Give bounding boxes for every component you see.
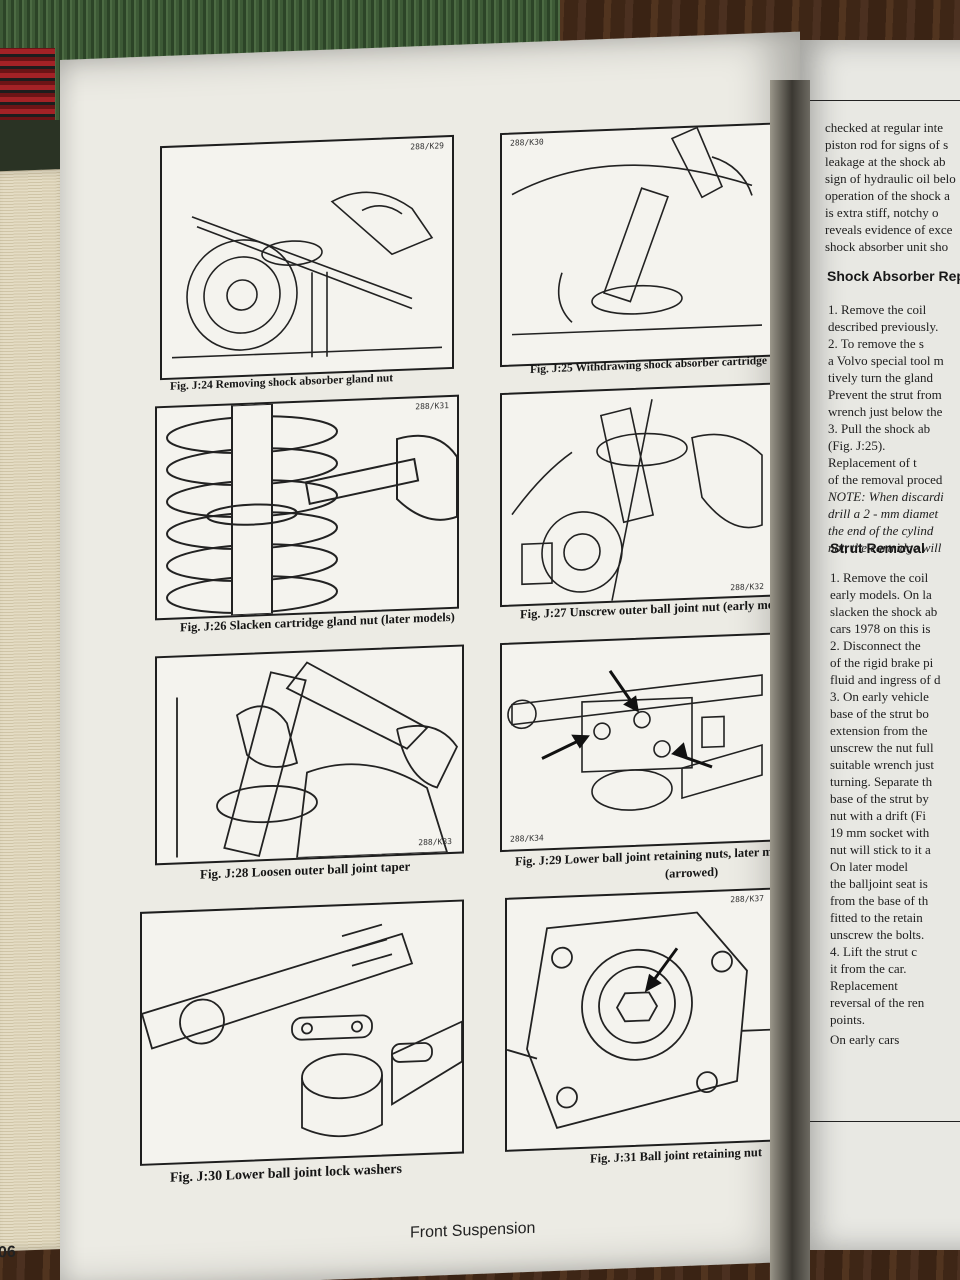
figure-j24-drawing — [172, 191, 442, 359]
figure-j25-ref: 288/K30 — [510, 137, 544, 148]
section2-line: unscrew the bolts. — [830, 927, 925, 942]
section2-line: 19 mm socket with — [830, 825, 930, 840]
figure-j27: 288/K32 — [500, 382, 774, 608]
section2-line: On early cars — [830, 1032, 900, 1047]
section2-line: slacken the shock ab — [830, 604, 938, 619]
section-heading-shock-absorber: Shock Absorber Rep — [827, 268, 960, 284]
figure-j24: 288/K29 — [160, 134, 454, 381]
section2-line: extension from the — [830, 723, 928, 738]
section2-line: 4. Lift the strut c — [830, 944, 918, 959]
section1-line: (Fig. J:25). — [828, 438, 886, 453]
page-footer: Front Suspension — [410, 1219, 536, 1242]
book-gutter — [770, 80, 810, 1280]
figure-j29-ref: 288/K34 — [510, 833, 544, 844]
figure-j27-drawing — [511, 399, 763, 601]
section2-line: turning. Separate th — [830, 774, 933, 789]
section1-line: drill a 2 - mm diamet — [828, 506, 939, 521]
section2-line: fitted to the retain — [830, 910, 923, 925]
figure-j29-caption-line2: (arrowed) — [665, 864, 719, 881]
figure-j30-drawing — [142, 923, 462, 1138]
section1-line: NOTE: When discardi — [828, 489, 944, 504]
section2-line: it from the car. — [830, 961, 907, 976]
section2-line: 1. Remove the coil — [830, 570, 929, 585]
section-heading-strut-removal: Strut Removal — [830, 540, 925, 556]
figure-j26-ref: 288/K31 — [415, 401, 449, 412]
section2-line: cars 1978 on this is — [830, 621, 931, 636]
figure-j25-drawing — [511, 126, 762, 336]
figure-j29: 288/K34 — [500, 632, 774, 853]
intro-line: operation of the shock a — [825, 188, 950, 203]
section2-line: points. — [830, 1012, 866, 1027]
figure-j29-drawing — [507, 669, 763, 811]
section2-line: nut with a drift (Fi — [830, 808, 927, 823]
section2-line: 3. On early vehicle — [830, 689, 929, 704]
section1-line: described previously. — [828, 319, 939, 334]
figure-j25: 288/K30 — [500, 122, 774, 368]
section2-line: On later model — [830, 859, 908, 874]
figure-j28: 288/K33 — [155, 644, 464, 866]
section2-line: from the base of th — [830, 893, 929, 908]
section2-line: nut will stick to it a — [830, 842, 931, 857]
intro-line: checked at regular inte — [825, 120, 944, 135]
section2-line: Replacement — [830, 978, 898, 993]
section2-line: early models. On la — [830, 587, 932, 602]
intro-line: is extra stiff, notchy o — [825, 205, 939, 220]
section2-line: unscrew the nut full — [830, 740, 934, 755]
section2-line: suitable wrench just — [830, 757, 934, 772]
figure-j31-caption: Fig. J:31 Ball joint retaining nut — [590, 1145, 763, 1166]
figure-j28-drawing — [176, 661, 459, 859]
section1-line: Prevent the strut from — [828, 387, 942, 402]
figure-j27-ref: 288/K32 — [730, 581, 764, 593]
figure-j24-ref: 288/K29 — [410, 141, 444, 152]
section2-line: base of the strut by — [830, 791, 929, 806]
figure-j31: 288/K37 — [505, 887, 774, 1152]
section1-line: wrench just below the — [828, 404, 943, 419]
intro-line: sign of hydraulic oil belo — [825, 171, 956, 186]
figure-j26-drawing — [166, 402, 457, 617]
figure-j30 — [140, 899, 464, 1166]
left-page: 288/K29 Fig. J:24 Removing shock absorbe… — [0, 31, 800, 1280]
section1-line: a Volvo special tool m — [828, 353, 944, 368]
section1-line: 2. To remove the s — [828, 336, 924, 351]
section2-line: of the rigid brake pi — [830, 655, 934, 670]
figure-j31-ref: 288/K37 — [730, 893, 764, 905]
figure-j30-caption: Fig. J:30 Lower ball joint lock washers — [170, 1161, 402, 1186]
section1-line: not, the cartridge will — [828, 540, 942, 555]
section1-line: 3. Pull the shock ab — [828, 421, 931, 436]
section2-line: base of the strut bo — [830, 706, 929, 721]
section2-line: reversal of the ren — [830, 995, 925, 1010]
section1-line: 1. Remove the coil — [828, 302, 927, 317]
section1-line: the end of the cylind — [828, 523, 934, 538]
section1-line: tively turn the gland — [828, 370, 934, 385]
figure-j28-ref: 288/K33 — [418, 836, 452, 848]
page-number: 06 — [0, 1243, 16, 1262]
section1-line: Replacement of t — [828, 455, 917, 470]
section2-line: the balljoint seat is — [830, 876, 928, 891]
intro-line: piston rod for signs of s — [825, 137, 949, 152]
section1-line: of the removal proced — [828, 472, 943, 487]
intro-line: shock absorber unit sho — [825, 239, 949, 254]
figure-j31-drawing — [507, 911, 772, 1129]
section2-line: 2. Disconnect the — [830, 638, 921, 653]
section2-line: fluid and ingress of d — [830, 672, 941, 687]
right-page — [790, 40, 960, 1250]
intro-line: leakage at the shock ab — [825, 154, 946, 169]
intro-line: reveals evidence of exce — [825, 222, 953, 237]
figure-j26: 288/K31 — [155, 394, 459, 621]
